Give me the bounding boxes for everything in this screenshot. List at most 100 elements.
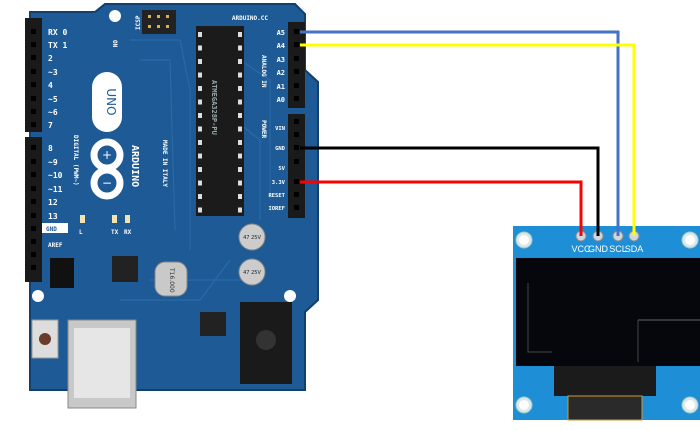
aref-label: AREF [48, 242, 63, 249]
digital-pin-label: ~6 [48, 108, 58, 117]
power-header [288, 114, 305, 218]
wire-a4-sda [300, 43, 636, 236]
header-pin [31, 239, 36, 244]
digital-header-high [25, 137, 42, 282]
analog-pin-label: A3 [277, 56, 285, 64]
header-pin [294, 96, 299, 101]
header-pin [31, 265, 36, 270]
led [125, 215, 130, 223]
brand-label: ARDUINO [129, 145, 140, 187]
header-pin [31, 172, 36, 177]
gnd-left-label: GND [46, 226, 57, 233]
header-pin [294, 179, 299, 184]
header-pin [294, 159, 299, 164]
power-pin-label: IOREF [268, 206, 285, 212]
digital-pin-label: RX 0 [48, 28, 67, 37]
capacitor [238, 258, 266, 286]
digital-header-label: DIGITAL (PWM~) [72, 135, 79, 186]
arduino-logo: UNO + − [90, 72, 124, 200]
svg-text:−: − [102, 176, 112, 190]
atmega-chip [196, 26, 244, 216]
voltage-regulator [200, 312, 226, 336]
header-pin [31, 122, 36, 127]
header-pin [294, 83, 299, 88]
digital-pin-label: ~9 [48, 158, 58, 167]
analog-pin-label: A2 [277, 69, 285, 77]
header-pin [31, 42, 36, 47]
chip-label: ATMEGA328P-PU [210, 80, 218, 135]
on-led-label: ON [111, 40, 118, 48]
digital-pin-label: 4 [48, 81, 53, 90]
oled-screen [516, 258, 700, 366]
analog-pin-label: A0 [277, 96, 285, 104]
led [112, 215, 117, 223]
site-label: ARDUINO.CC [232, 15, 269, 22]
analog-pin-label: A1 [277, 83, 285, 91]
svg-text:47 25V: 47 25V [243, 235, 261, 241]
header-pin [31, 55, 36, 60]
header-pin [31, 213, 36, 218]
header-pin [294, 29, 299, 34]
svg-text:T16.000: T16.000 [168, 267, 175, 293]
digital-pin-label: ~11 [48, 185, 63, 194]
header-pin [294, 192, 299, 197]
usb-chip [112, 256, 138, 282]
header-pin [294, 145, 299, 150]
power-pin-label: 5V [278, 166, 285, 172]
crystal [154, 261, 188, 297]
mounting-hole [284, 290, 296, 302]
header-pin [294, 69, 299, 74]
digital-pin-label: 12 [48, 198, 58, 207]
icsp-label: ICSP [135, 15, 142, 30]
power-pin-label: VIN [275, 126, 285, 132]
header-pin [31, 145, 36, 150]
digital-pin-label: 13 [48, 212, 58, 221]
made-in-label: MADE IN ITALY [161, 140, 168, 187]
wire-3v3-vcc [300, 180, 583, 236]
header-pin [31, 96, 36, 101]
power-pin-label: RESET [268, 193, 285, 199]
header-pin [31, 226, 36, 231]
svg-text:47 25V: 47 25V [243, 270, 261, 276]
svg-text:UNO: UNO [104, 88, 118, 115]
arduino-uno-board: ICSP ATMEGA328P-PU ARDUINO.CC UNO + − AR… [25, 3, 319, 409]
digital-pin-label: TX 1 [48, 41, 67, 50]
header-pin [294, 132, 299, 137]
header-pin [294, 205, 299, 210]
power-pin-label: 3.3V [272, 180, 286, 186]
digital-pin-label: ~10 [48, 171, 63, 180]
digital-pin-label: 2 [48, 54, 53, 63]
led-label: RX [124, 229, 132, 236]
mounting-hole [32, 290, 44, 302]
analog-header-label: ANALOG IN [260, 55, 267, 88]
header-pin [31, 109, 36, 114]
digital-pin-label: ~5 [48, 95, 58, 104]
led-label: L [79, 229, 83, 236]
wire-a5-scl [300, 30, 620, 236]
header-pin [31, 252, 36, 257]
header-pin [31, 159, 36, 164]
svg-text:+: + [102, 148, 112, 162]
header-pin [31, 82, 36, 87]
analog-header [288, 22, 305, 108]
header-pin [294, 42, 299, 47]
digital-header-low [25, 18, 42, 132]
oled-pin-label: GND [588, 244, 609, 254]
digital-pin-label: ~3 [48, 68, 58, 77]
led [80, 215, 85, 223]
icsp-header [142, 10, 176, 34]
wire-gnd-gnd [300, 146, 600, 236]
header-pin [31, 186, 36, 191]
digital-pin-label: 7 [48, 121, 53, 130]
analog-pin-label: A4 [277, 42, 285, 50]
header-pin [31, 69, 36, 74]
digital-pin-label: 8 [48, 144, 53, 153]
capacitor [238, 223, 266, 251]
header-pin [31, 199, 36, 204]
icsp2-header [50, 258, 74, 288]
oled-pin-label: VCC [571, 244, 591, 254]
header-pin [31, 29, 36, 34]
mounting-hole [109, 10, 121, 22]
